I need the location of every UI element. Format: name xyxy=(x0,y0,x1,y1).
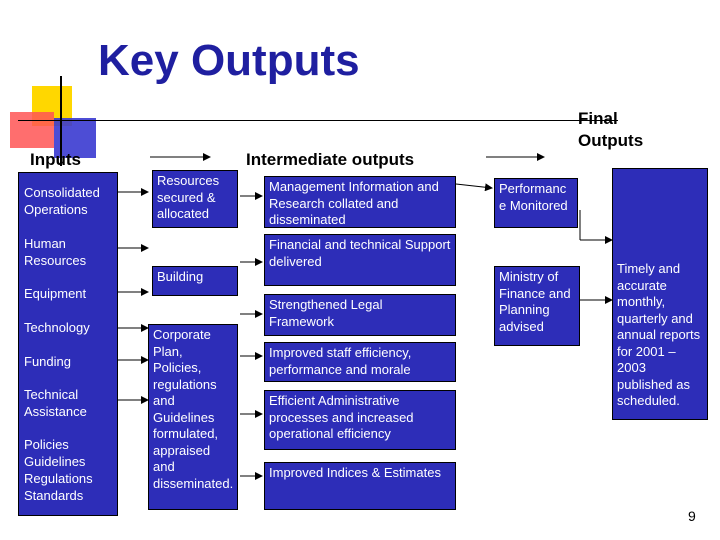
intermediate-header: Intermediate outputs xyxy=(246,150,415,169)
process-corporate: Corporate Plan, Policies, regulations an… xyxy=(148,324,238,510)
process-building: Building xyxy=(152,266,238,296)
input-funding: Funding xyxy=(24,354,71,369)
arrow-inter-to-perf xyxy=(455,183,493,192)
input-consolidated-operations: Consolidated Operations xyxy=(24,185,100,217)
input-equipment: Equipment xyxy=(24,286,87,301)
input-technology: Technology xyxy=(24,320,90,335)
input-human-resources: Human Resources xyxy=(24,236,87,268)
inputs-panel xyxy=(18,172,118,516)
final-header: Final Outputs xyxy=(578,109,644,150)
intermediate-management-info: Management Information and Research coll… xyxy=(264,176,456,228)
intermediate-admin-processes: Efficient Administrative processes and i… xyxy=(264,390,456,450)
intermediate-indices: Improved Indices & Estimates xyxy=(264,462,456,510)
page-number: 9 xyxy=(688,508,696,524)
final-performance-monitored: Performance Monitored xyxy=(494,178,578,228)
deco-red-square xyxy=(10,112,54,148)
inputs-header: Inputs xyxy=(30,150,81,169)
process-resources: Resources secured & allocated xyxy=(152,170,238,228)
final-reports: Timely and accurate monthly, quarterly a… xyxy=(612,168,708,420)
input-technical-assistance: Technical Assistance xyxy=(24,387,87,419)
intermediate-legal-framework: Strengthened Legal Framework xyxy=(264,294,456,336)
slide-title: Key Outputs xyxy=(98,36,360,85)
final-ministry-advised: Ministry of Finance and Planning advised xyxy=(494,266,580,346)
intermediate-financial-support: Financial and technical Support delivere… xyxy=(264,234,456,286)
input-policies: Policies Guidelines Regulations Standard… xyxy=(24,437,93,503)
deco-horizontal-line xyxy=(18,120,618,121)
intermediate-staff-efficiency: Improved staff efficiency, performance a… xyxy=(264,342,456,382)
deco-vertical-line xyxy=(60,76,62,166)
